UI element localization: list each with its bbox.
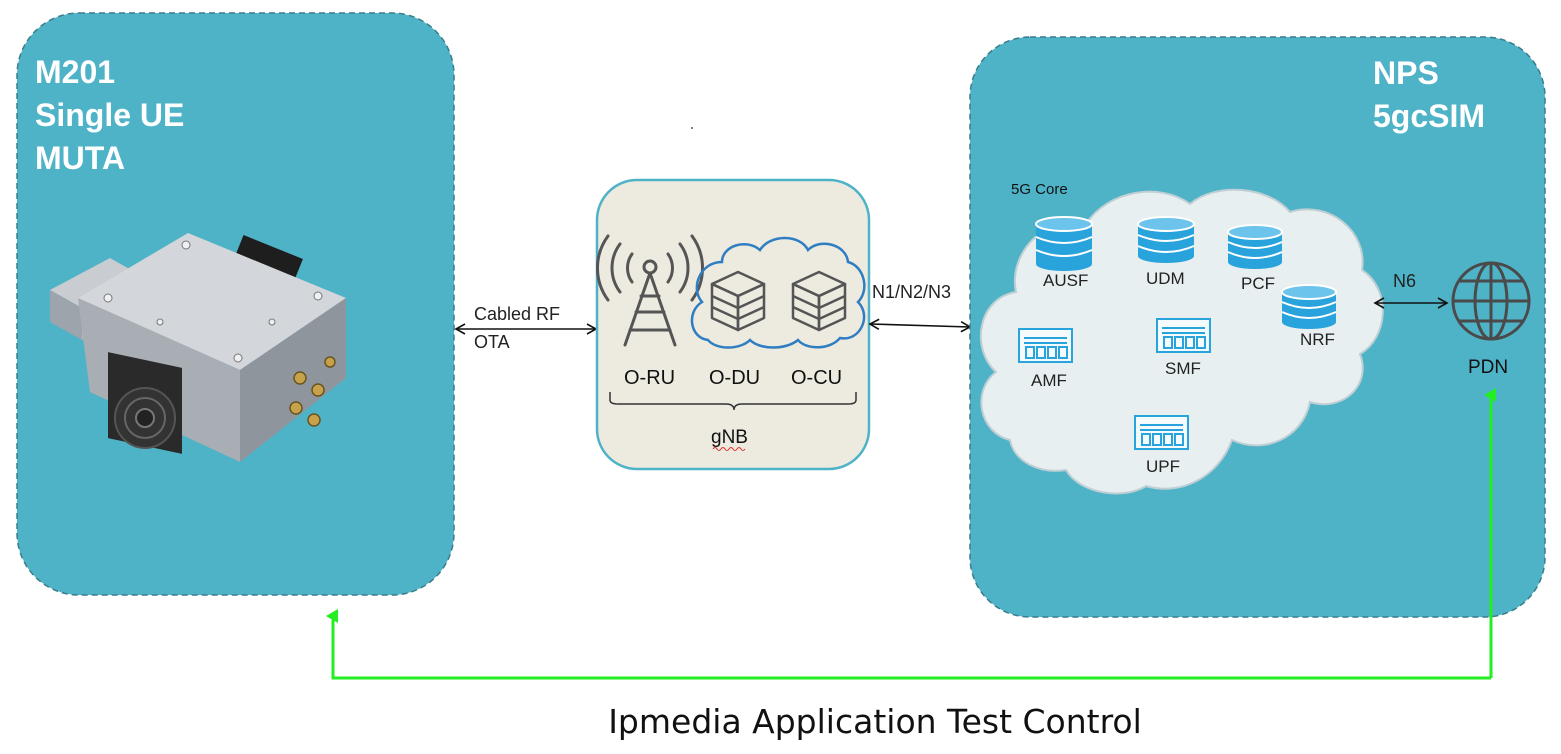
antenna-tower-icon (595, 234, 705, 347)
pdn-label: PDN (1468, 357, 1508, 378)
test-control-label: Ipmedia Application Test Control (608, 702, 1142, 741)
upf-server-icon (1134, 415, 1189, 450)
ue-gnb-link-label-2: OTA (474, 332, 510, 352)
gnb-component-odu: O-DU (709, 367, 760, 389)
gnb-core-link-arrow (868, 318, 972, 333)
smf-server-icon (1156, 318, 1211, 353)
gnb-component-ocu: O-CU (791, 367, 842, 389)
gnb-cloud (690, 236, 866, 349)
nrf-database-icon (1281, 284, 1337, 329)
pcf-database-icon (1227, 224, 1283, 269)
gnb-core-link-label: N1/N2/N3 (872, 282, 951, 302)
nf-label-pcf: PCF (1241, 274, 1275, 293)
test-control-line (326, 609, 1491, 680)
ue-title-line-1: M201 (35, 54, 115, 90)
nf-label-ausf: AUSF (1043, 271, 1088, 290)
gnb-component-oru: O-RU (624, 367, 675, 389)
nf-label-amf: AMF (1031, 371, 1067, 390)
gnb-brace (609, 392, 857, 411)
ocu-server-icon (791, 270, 847, 332)
amf-server-icon (1018, 328, 1073, 363)
nf-label-smf: SMF (1165, 359, 1201, 378)
stray-dot (691, 127, 693, 129)
udm-database-icon (1137, 216, 1195, 263)
odu-server-icon (710, 270, 766, 332)
ue-title-line-2: Single UE (35, 97, 184, 133)
nf-label-nrf: NRF (1300, 330, 1335, 349)
core-pdn-link-label: N6 (1393, 271, 1416, 291)
gnb-label-underline (712, 447, 746, 451)
ue-device-image (50, 233, 346, 462)
core-label: 5G Core (1011, 181, 1068, 198)
globe-icon (1451, 261, 1531, 341)
ue-gnb-link-label-1: Cabled RF (474, 304, 560, 324)
nf-label-udm: UDM (1146, 269, 1185, 288)
gnb-label: gNB (711, 427, 748, 448)
nf-label-upf: UPF (1146, 457, 1180, 476)
nps-title-line-2: 5gcSIM (1373, 98, 1485, 134)
ausf-database-icon (1035, 216, 1093, 271)
ue-title-line-3: MUTA (35, 140, 125, 176)
nps-title-line-1: NPS (1373, 55, 1439, 91)
